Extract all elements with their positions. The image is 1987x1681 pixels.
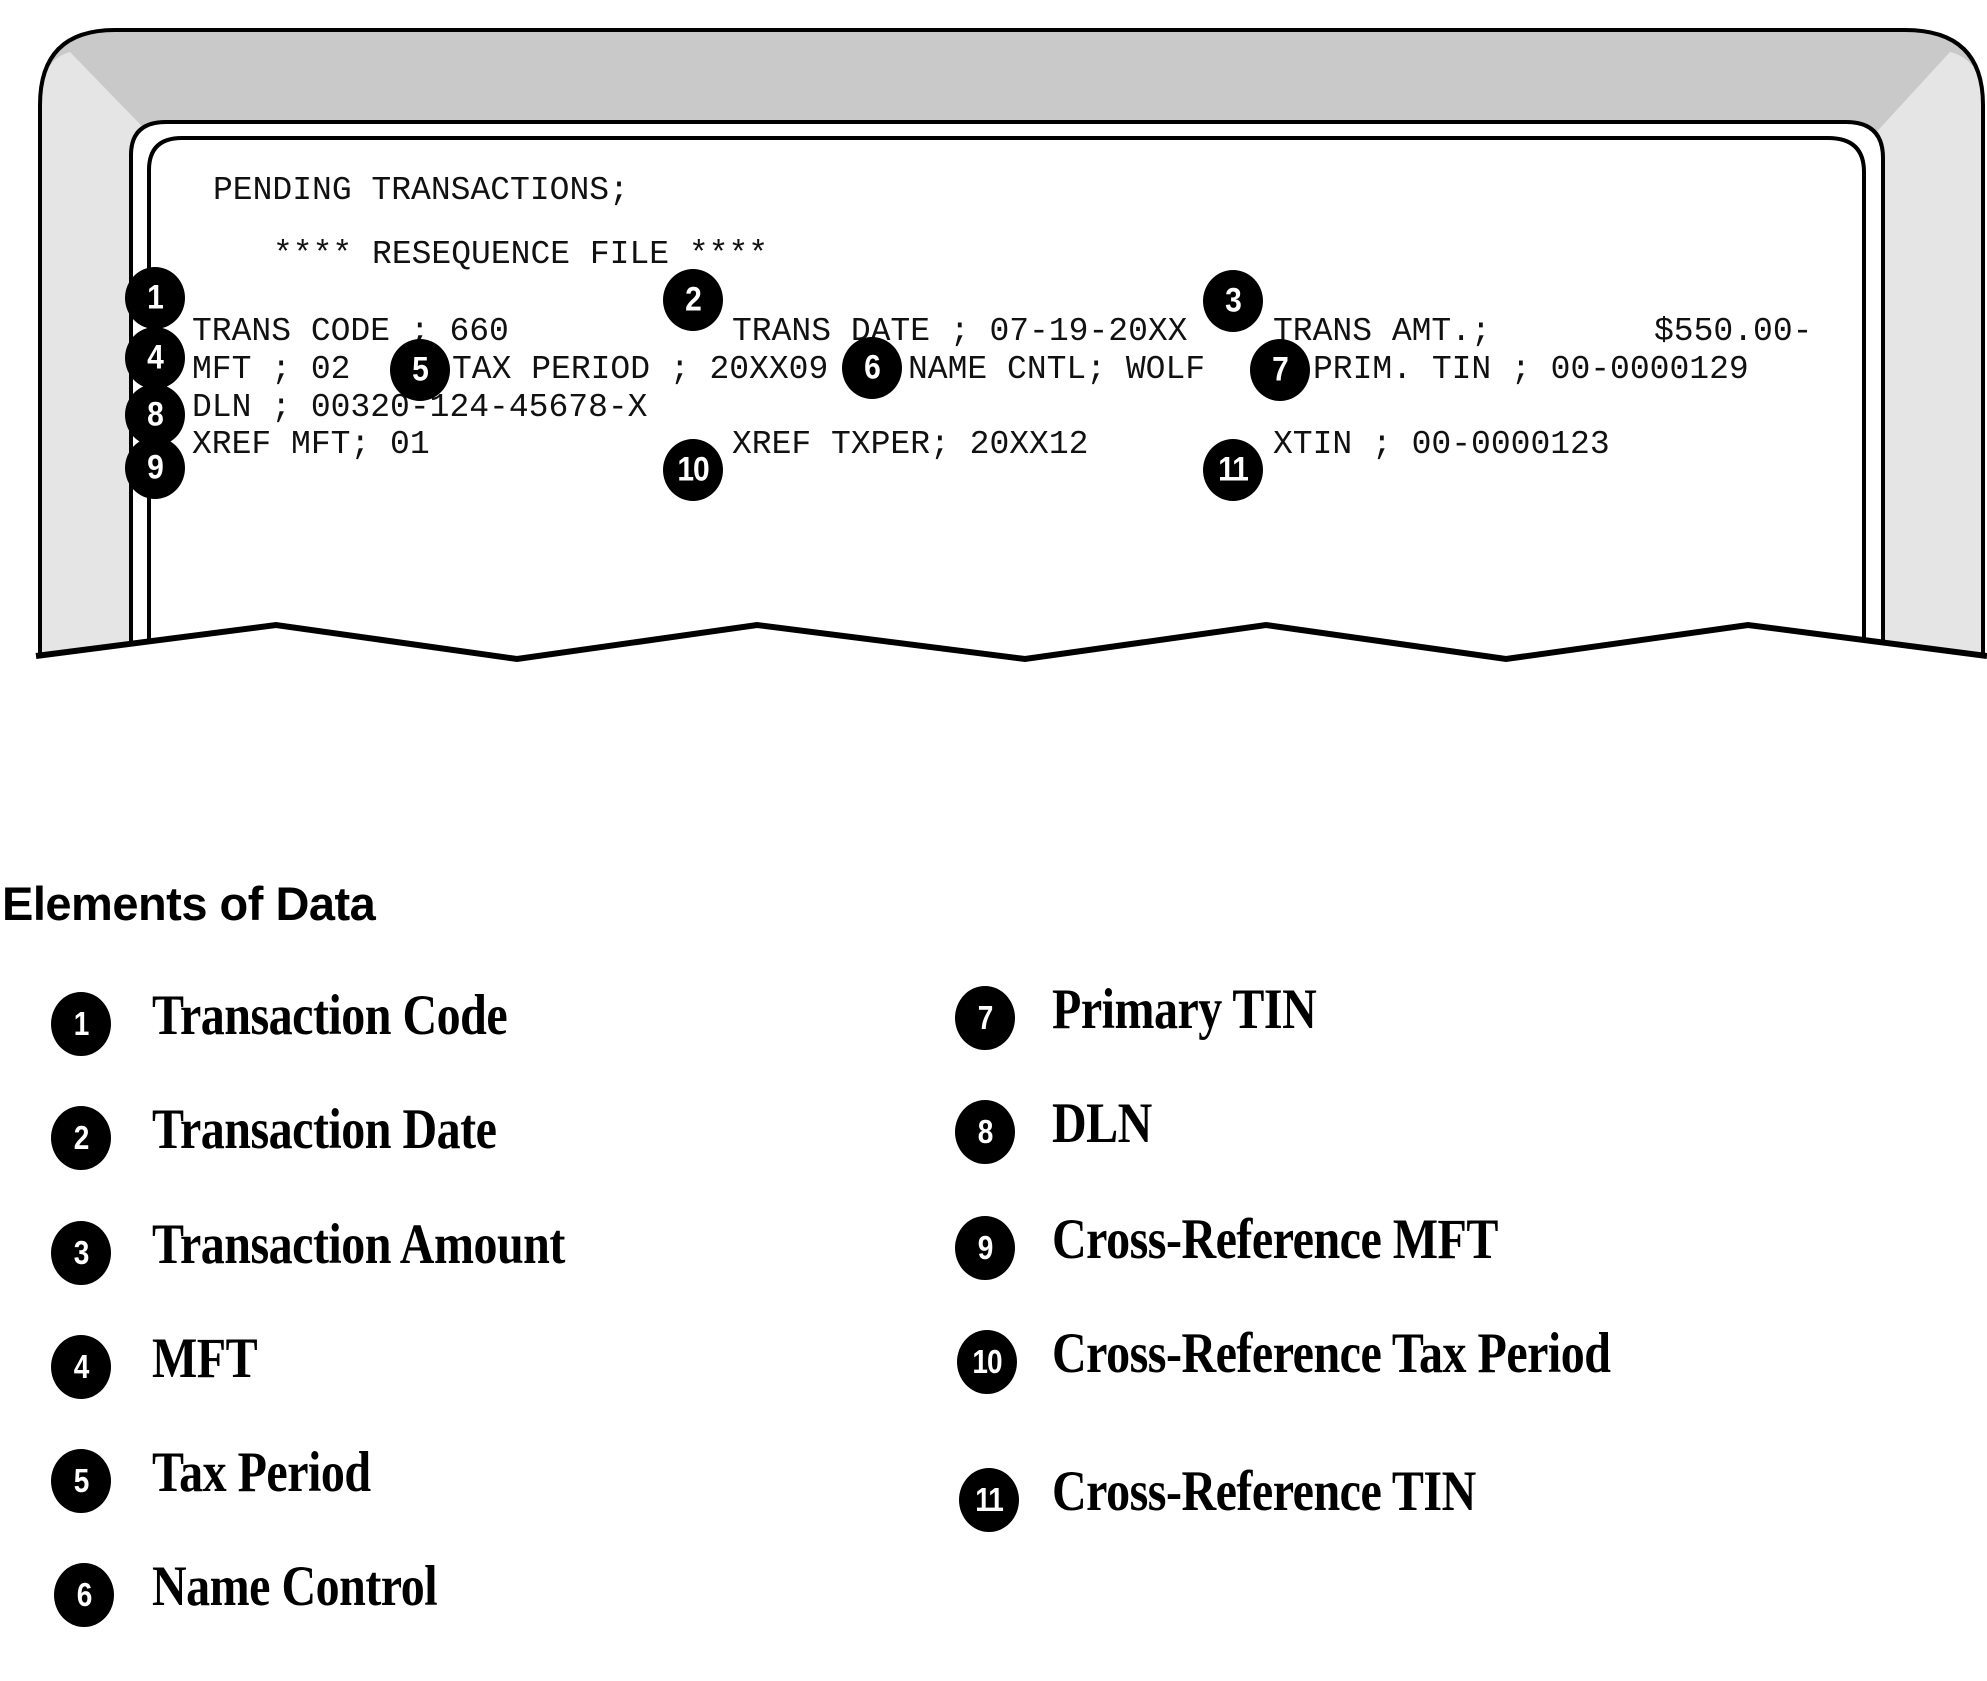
torn-edge-mask bbox=[36, 625, 1987, 700]
legend-number: 11 bbox=[975, 1480, 1004, 1518]
callout-number: 8 bbox=[147, 395, 164, 434]
legend-number: 10 bbox=[972, 1342, 1002, 1380]
field-mft: MFT ; 02 bbox=[192, 351, 351, 388]
legend-badge: 10 bbox=[957, 1330, 1017, 1394]
legend-label: Transaction Date bbox=[152, 1098, 497, 1161]
legend-heading: Elements of Data bbox=[2, 877, 376, 930]
legend-label: Transaction Amount bbox=[152, 1213, 565, 1276]
legend-label: MFT bbox=[152, 1327, 258, 1390]
callout-badge-8: 8 bbox=[125, 384, 185, 446]
legend-badge: 8 bbox=[955, 1100, 1015, 1164]
legend-label: Cross-Reference MFT bbox=[1052, 1208, 1498, 1271]
legend-badge: 1 bbox=[51, 992, 111, 1056]
legend-badge: 9 bbox=[955, 1216, 1015, 1280]
legend-label: Primary TIN bbox=[1052, 978, 1317, 1041]
callout-number: 6 bbox=[864, 348, 881, 387]
field-tax-period: TAX PERIOD ; 20XX09 bbox=[452, 351, 829, 388]
legend-badge: 11 bbox=[959, 1468, 1019, 1532]
field-xtin: XTIN ; 00-0000123 bbox=[1273, 426, 1610, 463]
legend-number: 5 bbox=[73, 1461, 90, 1499]
callout-badge-5: 5 bbox=[390, 339, 450, 401]
screen-border bbox=[147, 136, 1866, 662]
legend-badge: 6 bbox=[54, 1563, 114, 1627]
legend-number: 4 bbox=[73, 1347, 90, 1385]
legend-label: Tax Period bbox=[152, 1441, 371, 1504]
callout-badge-2: 2 bbox=[663, 269, 723, 331]
legend-badge: 4 bbox=[51, 1335, 111, 1399]
callout-number: 9 bbox=[147, 448, 164, 487]
legend-label: Name Control bbox=[152, 1555, 438, 1618]
legend-number: 8 bbox=[977, 1112, 994, 1150]
callout-badge-7: 7 bbox=[1250, 339, 1310, 401]
callout-number: 5 bbox=[412, 350, 429, 389]
legend-label: DLN bbox=[1052, 1092, 1152, 1155]
callout-badge-11: 11 bbox=[1203, 439, 1263, 501]
field-xref-mft: XREF MFT; 01 bbox=[192, 426, 430, 463]
legend-number: 3 bbox=[73, 1233, 90, 1271]
field-trans-code: TRANS CODE ; 660 bbox=[192, 313, 509, 350]
legend-number: 9 bbox=[977, 1228, 994, 1266]
callout-number: 10 bbox=[677, 450, 709, 489]
callout-badge-6: 6 bbox=[842, 337, 902, 399]
bezel-right-side bbox=[1860, 52, 1983, 660]
legend-label: Cross-Reference TIN bbox=[1052, 1460, 1476, 1523]
legend-badge: 2 bbox=[51, 1106, 111, 1170]
legend-number: 6 bbox=[76, 1575, 93, 1613]
field-prim-tin: PRIM. TIN ; 00-0000129 bbox=[1313, 351, 1749, 388]
legend-number: 1 bbox=[73, 1004, 90, 1042]
legend-badge: 5 bbox=[51, 1449, 111, 1513]
legend-number: 2 bbox=[73, 1118, 90, 1156]
field-trans-amt-value: $550.00- bbox=[1654, 313, 1813, 350]
field-xref-txper: XREF TXPER; 20XX12 bbox=[732, 426, 1089, 463]
callout-number: 3 bbox=[1225, 281, 1242, 320]
field-trans-date: TRANS DATE ; 07-19-20XX bbox=[732, 313, 1188, 350]
callout-badge-9: 9 bbox=[125, 437, 185, 499]
callout-number: 4 bbox=[147, 338, 164, 377]
callout-number: 11 bbox=[1218, 450, 1249, 489]
field-dln: DLN ; 00320-124-45678-X bbox=[192, 389, 648, 426]
callout-badge-10: 10 bbox=[663, 439, 723, 501]
callout-number: 1 bbox=[147, 278, 164, 317]
field-trans-amt-label: TRANS AMT.; bbox=[1273, 313, 1491, 350]
screen-subtitle: **** RESEQUENCE FILE **** bbox=[273, 236, 769, 273]
field-name-cntl: NAME CNTL; WOLF bbox=[908, 351, 1206, 388]
legend-badge: 7 bbox=[955, 986, 1015, 1050]
callout-badge-4: 4 bbox=[125, 327, 185, 389]
callout-number: 7 bbox=[1272, 350, 1289, 389]
callout-badge-1: 1 bbox=[125, 267, 185, 329]
callout-badge-3: 3 bbox=[1203, 270, 1263, 332]
legend-badge: 3 bbox=[51, 1221, 111, 1285]
legend-number: 7 bbox=[977, 998, 994, 1036]
bezel-outline bbox=[38, 28, 1985, 660]
screen-title: PENDING TRANSACTIONS; bbox=[213, 172, 629, 209]
legend-label: Cross-Reference Tax Period bbox=[1052, 1322, 1611, 1385]
legend-label: Transaction Code bbox=[152, 984, 508, 1047]
callout-number: 2 bbox=[685, 280, 702, 319]
torn-edge bbox=[35, 621, 1987, 663]
